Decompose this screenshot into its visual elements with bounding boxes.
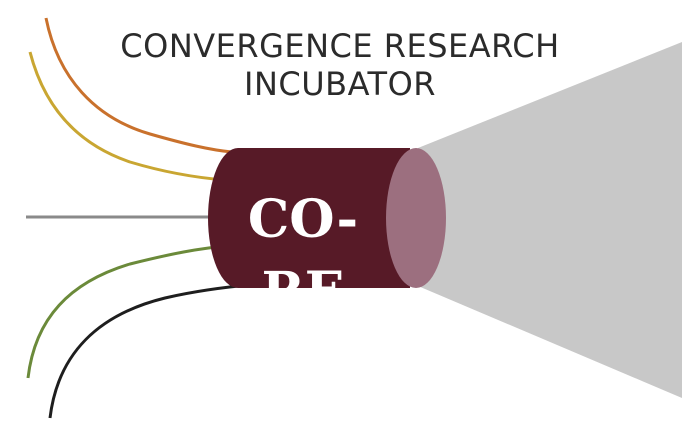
title-line-2: INCUBATOR [244, 65, 436, 103]
cylinder-body [208, 148, 410, 288]
strand-orange [44, 17, 233, 154]
title-line-1: CONVERGENCE RESEARCH [120, 27, 560, 65]
light-beam-shape [418, 42, 682, 398]
cylinder-face [386, 148, 446, 288]
co-re-wordmark: CO-RE [247, 189, 359, 322]
strand-gold [28, 51, 226, 182]
strand-black [48, 282, 263, 419]
strand-green [26, 244, 229, 379]
